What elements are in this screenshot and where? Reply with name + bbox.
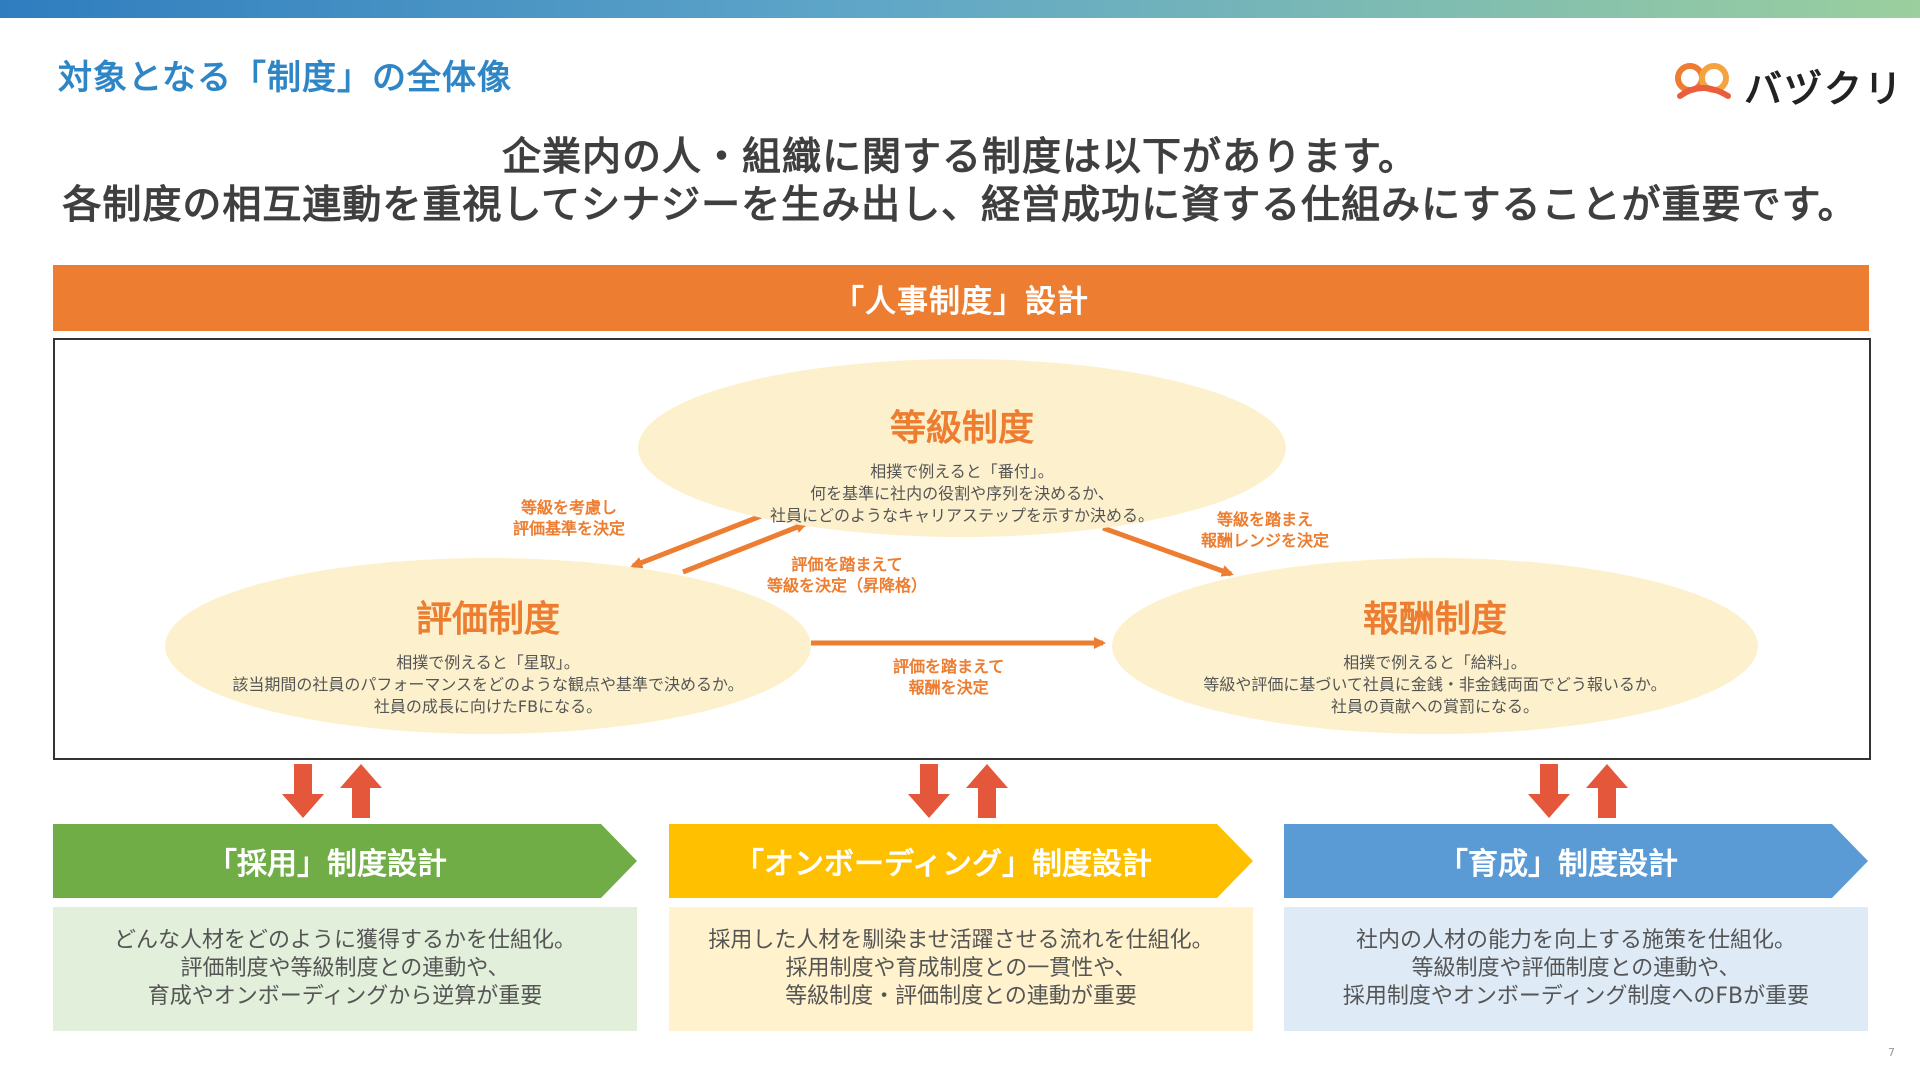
grade-system-title: 等級制度	[889, 408, 1034, 449]
stage-chevron-shape	[669, 824, 1253, 898]
hr-system-diagram: 等級制度 相撲で例えると「番付」。 何を基準に社内の役割や序列を決めるか、 社員…	[53, 338, 1871, 760]
desc-line: 等級制度や評価制度との連動や、	[1411, 956, 1741, 981]
page-number: 7	[1888, 1046, 1895, 1059]
link-label-line: 評価を踏まえて	[893, 657, 1005, 676]
updown-arrows-icon	[1528, 764, 1628, 818]
brand-logo: バヅクリ	[1672, 58, 1904, 111]
reward-system-desc: 相撲で例えると「給料」。 等級や評価に基づいて社員に金銭・非金銭両面でどう報いる…	[1112, 652, 1758, 718]
stage-chevron-shape	[53, 824, 637, 898]
link-label-line: 報酬を決定	[908, 678, 989, 697]
desc-line: 採用した人材を馴染ませ活躍させる流れを仕組化。	[708, 928, 1214, 953]
desc-line: 社員の貢献への賞罰になる。	[1330, 697, 1539, 716]
logo-mark-icon	[1675, 63, 1731, 99]
desc-line: 社員にどのようなキャリアステップを示すか決める。	[769, 506, 1154, 525]
updown-arrows-icon	[908, 764, 1008, 818]
page-title: 対象となる「制度」の全体像	[58, 58, 512, 98]
desc-line: 等級制度・評価制度との連動が重要	[785, 984, 1137, 1009]
desc-line: 該当期間の社員のパフォーマンスをどのような観点や基準で決めるか。	[232, 675, 744, 694]
arrow-grade-to-eval	[630, 513, 762, 569]
stage-recruiting: 「採用」制度設計	[53, 824, 637, 898]
arrow-eval-to-grade	[682, 521, 808, 575]
link-label-eval-to-reward: 評価を踏まえて 報酬を決定	[893, 656, 1004, 698]
stage-chevron-shape	[1284, 824, 1868, 898]
desc-line: 採用制度やオンボーディング制度へのFBが重要	[1342, 984, 1810, 1009]
link-label-line: 等級を踏まえ	[1217, 510, 1314, 529]
desc-line: 育成やオンボーディングから逆算が重要	[147, 984, 543, 1009]
grade-system-desc: 相撲で例えると「番付」。 何を基準に社内の役割や序列を決めるか、 社員にどのよう…	[638, 461, 1286, 527]
evaluation-system-title: 評価制度	[415, 599, 560, 640]
desc-line: 相撲で例えると「給料」。	[1343, 653, 1527, 672]
stage-recruiting-desc: どんな人材をどのように獲得するかを仕組化。 評価制度や等級制度との連動や、 育成…	[53, 907, 637, 1031]
link-label-line: 評価基準を決定	[513, 519, 626, 538]
grade-system-ellipse: 等級制度 相撲で例えると「番付」。 何を基準に社内の役割や序列を決めるか、 社員…	[638, 359, 1286, 537]
desc-line: 採用制度や育成制度との一貫性や、	[785, 956, 1137, 981]
reward-system-ellipse: 報酬制度 相撲で例えると「給料」。 等級や評価に基づいて社員に金銭・非金銭両面で…	[1112, 558, 1758, 734]
desc-line: 相撲で例えると「星取」。	[396, 653, 580, 672]
logo-text: バヅクリ	[1744, 67, 1905, 111]
lead-line-2: 各制度の相互連動を重視してシナジーを生み出し、経営成功に資する仕組みにすることが…	[62, 183, 1858, 228]
hr-system-banner: 「人事制度」設計	[53, 265, 1869, 331]
stage-development-desc: 社内の人材の能力を向上する施策を仕組化。 等級制度や評価制度との連動や、 採用制…	[1284, 907, 1868, 1031]
link-label-line: 等級を考慮し	[521, 498, 618, 517]
link-label-eval-to-grade: 評価を踏まえて 等級を決定（昇降格）	[767, 554, 927, 596]
stage-onboarding-desc: 採用した人材を馴染ませ活躍させる流れを仕組化。 採用制度や育成制度との一貫性や、…	[669, 907, 1253, 1031]
desc-line: 何を基準に社内の役割や序列を決めるか、	[810, 484, 1114, 503]
desc-line: 評価制度や等級制度との連動や、	[180, 956, 510, 981]
stage-onboarding: 「オンボーディング」制度設計	[669, 824, 1253, 898]
desc-line: どんな人材をどのように獲得するかを仕組化。	[113, 928, 576, 953]
top-gradient-bar	[0, 0, 1920, 18]
stage-onboarding-title: 「オンボーディング」制度設計	[734, 847, 1152, 882]
evaluation-system-desc: 相撲で例えると「星取」。 該当期間の社員のパフォーマンスをどのような観点や基準で…	[165, 652, 811, 718]
link-label-line: 等級を決定（昇降格）	[767, 576, 928, 595]
diagram-arrows	[630, 513, 1234, 649]
stage-development-title: 「育成」制度設計	[1438, 847, 1678, 882]
reward-system-title: 報酬制度	[1362, 599, 1507, 640]
updown-arrows-icon	[282, 764, 382, 818]
lead-line-1: 企業内の人・組織に関する制度は以下があります。	[501, 135, 1419, 180]
desc-line: 社員の成長に向けたFBになる。	[373, 697, 603, 716]
link-label-grade-to-eval: 等級を考慮し 評価基準を決定	[513, 497, 625, 539]
desc-line: 社内の人材の能力を向上する施策を仕組化。	[1355, 928, 1796, 953]
link-label-grade-to-reward: 等級を踏まえ 報酬レンジを決定	[1201, 509, 1329, 551]
arrow-grade-to-reward	[1102, 525, 1234, 577]
stage-recruiting-title: 「採用」制度設計	[207, 847, 447, 882]
link-label-line: 報酬レンジを決定	[1201, 531, 1330, 550]
desc-line: 相撲で例えると「番付」。	[870, 462, 1054, 481]
link-label-line: 評価を踏まえて	[791, 555, 903, 574]
stage-development: 「育成」制度設計	[1284, 824, 1868, 898]
evaluation-system-ellipse: 評価制度 相撲で例えると「星取」。 該当期間の社員のパフォーマンスをどのような観…	[165, 558, 811, 734]
desc-line: 等級や評価に基づいて社員に金銭・非金銭両面でどう報いるか。	[1203, 675, 1667, 694]
